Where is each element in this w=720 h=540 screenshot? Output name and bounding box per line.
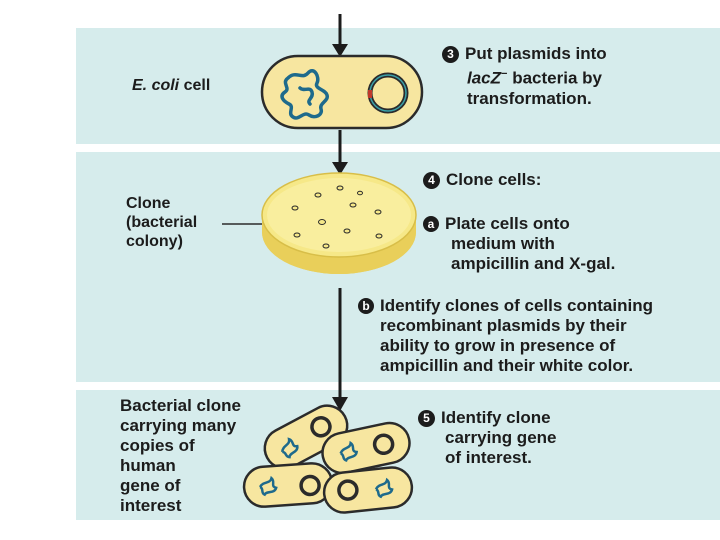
step4a-text: a Plate cells onto medium with ampicillin…	[423, 214, 615, 274]
ecoli-species: E. coli	[132, 77, 180, 94]
step4-title: 4 Clone cells:	[423, 170, 541, 190]
step4a-line1: Plate cells onto	[445, 214, 570, 233]
bacterial-clone-line2: carrying many	[120, 416, 237, 435]
step3-text: 3 Put plasmids into lacZ− bacteria by tra…	[442, 44, 607, 109]
bacterial-clone-line1: Bacterial clone	[120, 396, 241, 415]
step3-line3: transformation.	[467, 88, 592, 108]
step4-title-text: Clone cells:	[446, 170, 542, 189]
arrow-to-plate	[332, 130, 348, 175]
step5-text: 5 Identify clone carrying gene of interes…	[418, 408, 557, 468]
clone-label-line3: colony)	[126, 233, 183, 250]
step3-gene: lacZ	[467, 68, 502, 88]
step3-sup: −	[501, 68, 508, 80]
step3-line2-rest: bacteria by	[507, 68, 602, 88]
clone-label: Clone (bacterial colony)	[126, 194, 197, 251]
step5-line2: carrying gene	[445, 428, 557, 447]
clone-label-line2: (bacterial	[126, 214, 198, 231]
arrow-top	[332, 14, 348, 57]
step4b-line3: ability to grow in presence of	[380, 336, 616, 355]
step5-badge: 5	[418, 410, 435, 427]
arrow-to-clone	[332, 288, 348, 411]
ecoli-rest: cell	[179, 77, 211, 94]
bacterial-clone-line4: human	[120, 456, 176, 475]
step3-badge: 3	[442, 46, 459, 63]
bacterial-clone-line6: interest	[120, 496, 182, 515]
step4b-badge: b	[358, 298, 374, 314]
step5-line3: of interest.	[445, 448, 532, 467]
step5-line1: Identify clone	[441, 408, 551, 427]
step4b-line2: recombinant plasmids by their	[380, 316, 627, 335]
step4b-line1: Identify clones of cells containing	[380, 296, 653, 315]
step4a-badge: a	[423, 216, 439, 232]
step4a-line2: medium with	[451, 234, 555, 253]
chromosome-dna	[280, 69, 329, 120]
clone-label-line1: Clone	[126, 195, 171, 212]
bacterial-clone-graphic	[242, 404, 414, 514]
bacterial-clone-label: Bacterial clone carrying many copies of …	[120, 396, 241, 516]
step4a-line3: ampicillin and X-gal.	[451, 254, 616, 273]
step4-badge: 4	[423, 172, 440, 189]
ecoli-cell-label: E. coli cell	[132, 76, 210, 95]
step4b-text: b Identify clones of cells containing rec…	[358, 296, 653, 376]
ecoli-cell-graphic	[260, 54, 424, 130]
step4b-line4: ampicillin and their white color.	[380, 356, 634, 375]
colonies	[291, 185, 383, 249]
bacterial-clone-line3: copies of	[120, 436, 195, 455]
petri-plate-graphic	[261, 172, 417, 274]
bacterial-clone-line5: gene of	[120, 476, 181, 495]
step3-line1: Put plasmids into	[465, 44, 607, 63]
